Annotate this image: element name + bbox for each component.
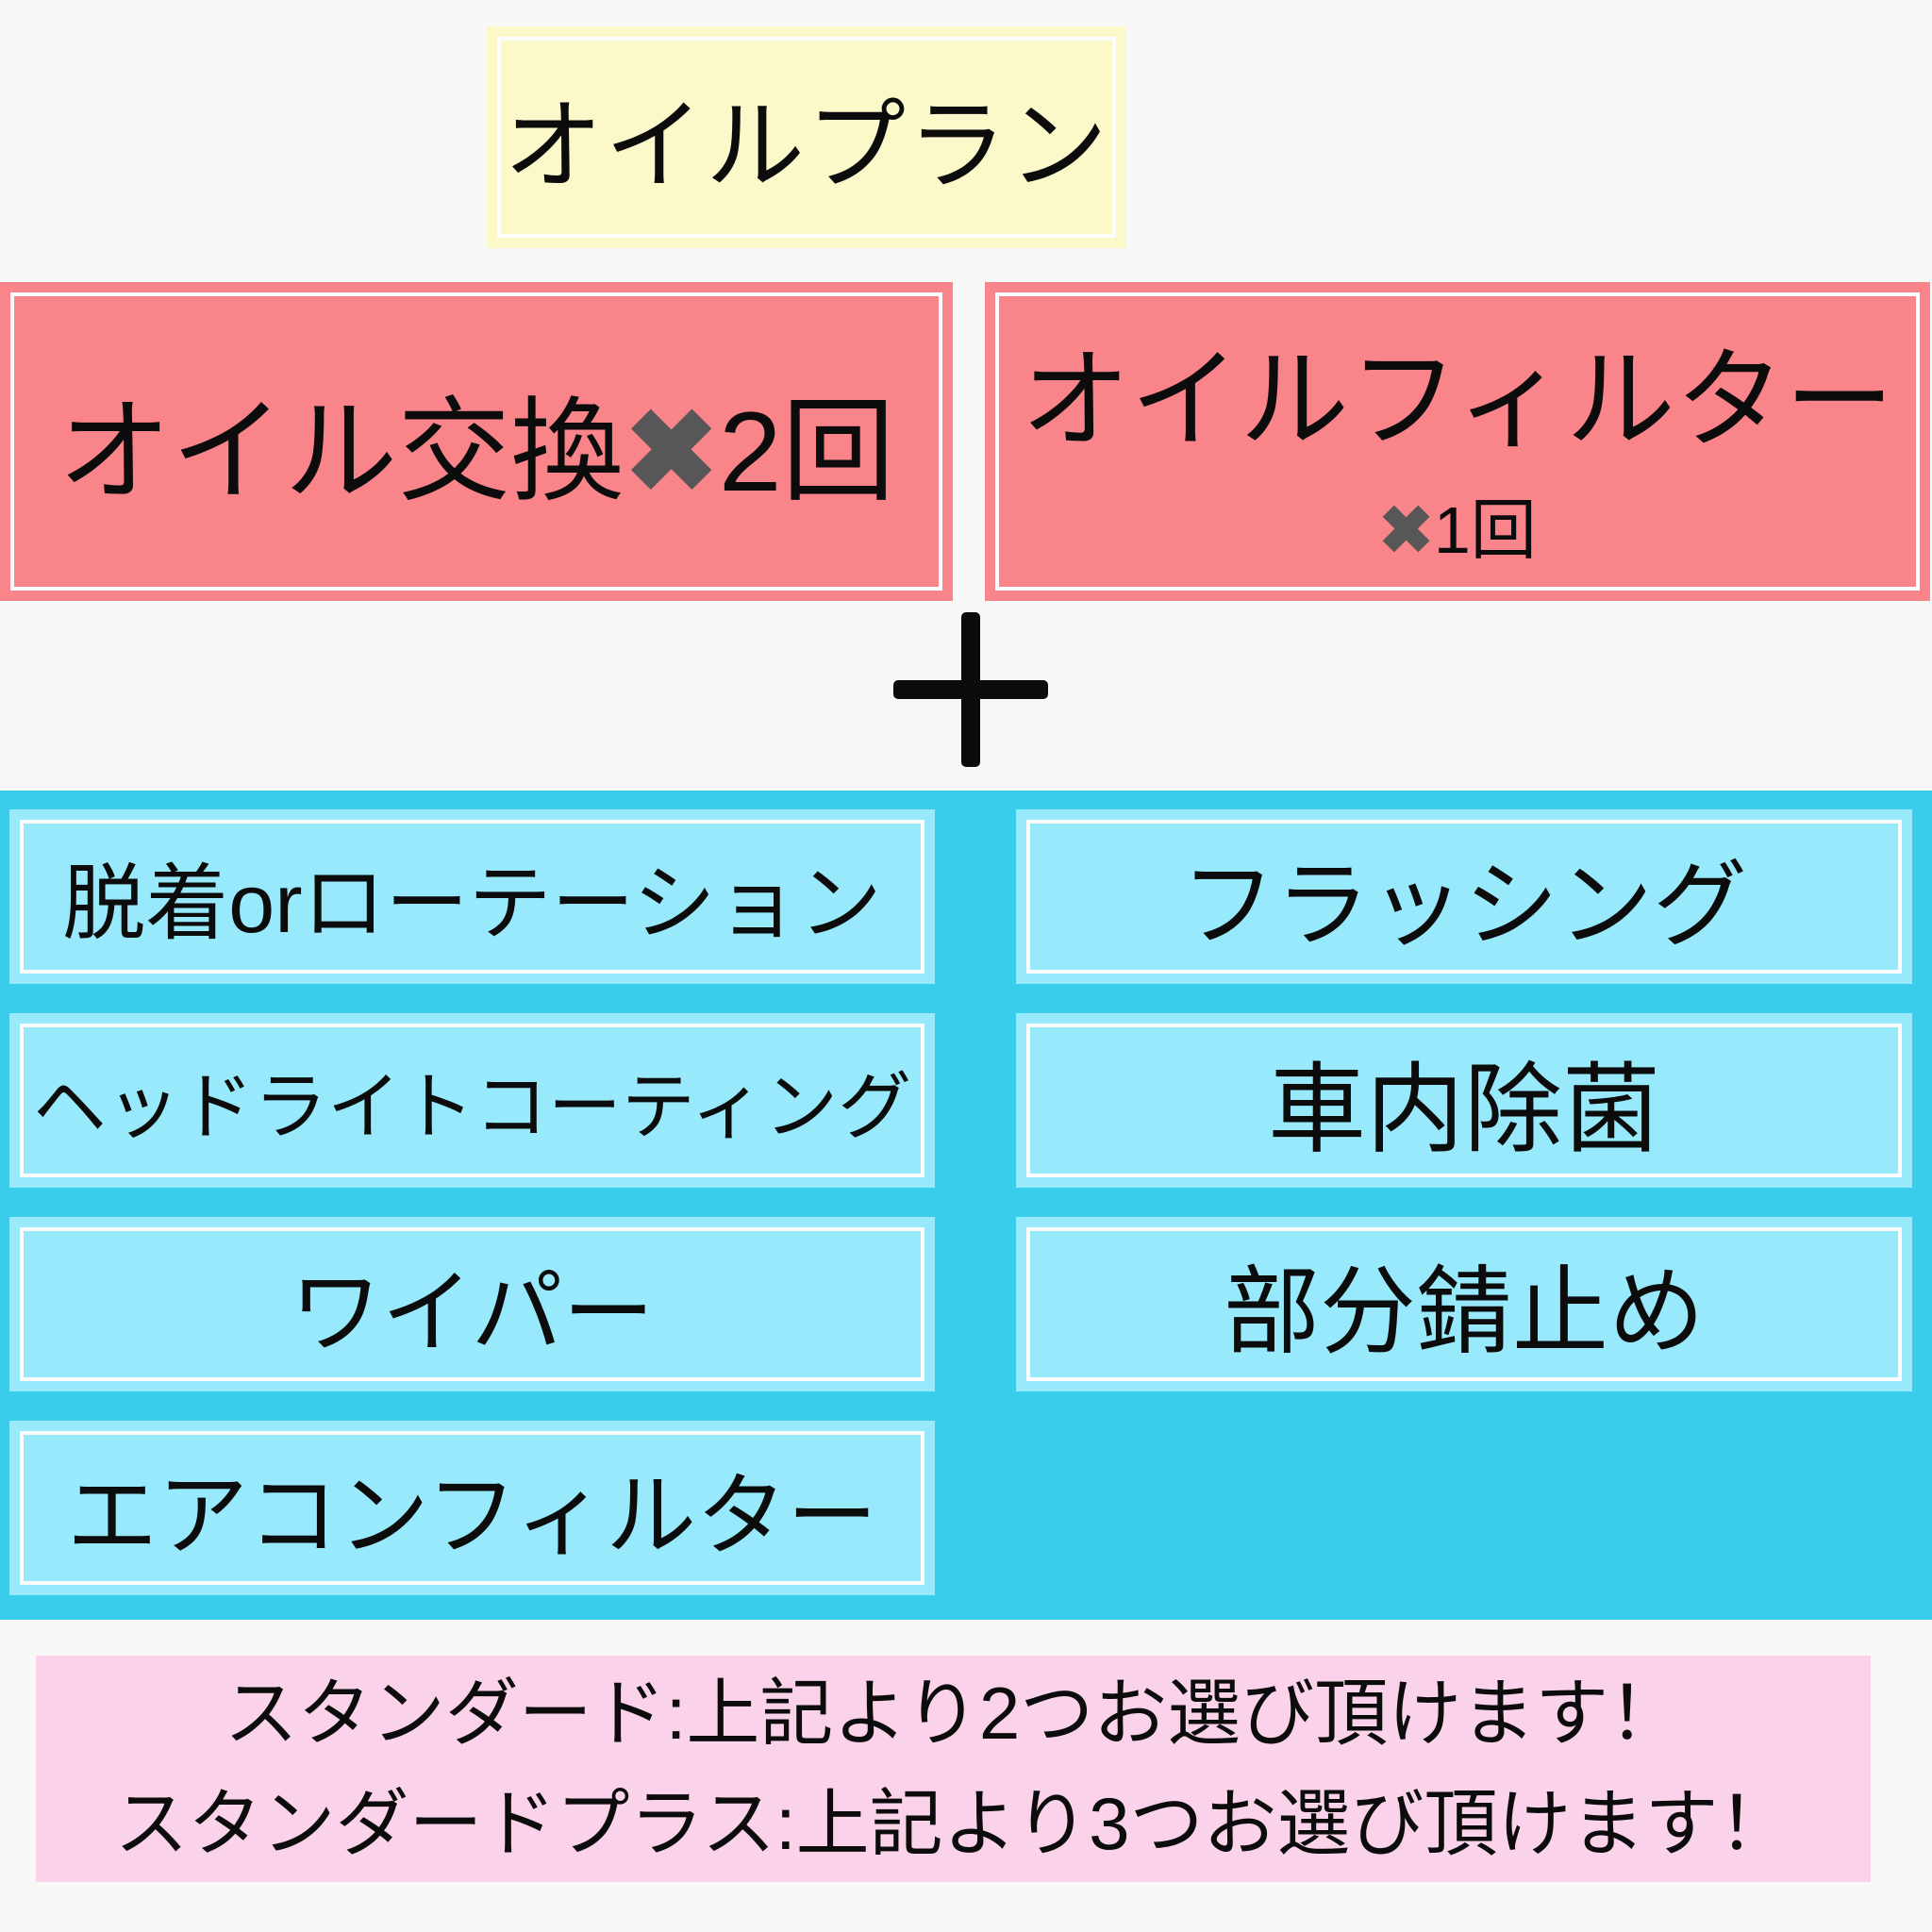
option-label: ヘッドライトコーティング xyxy=(32,1064,912,1148)
footer-line-standard-plus: スタンダードプラス:上記より3つお選び頂けます！ xyxy=(114,1782,1792,1865)
option-box-removal-or-rotation: 脱着orローテーション xyxy=(9,809,935,984)
option-label: 脱着orローテーション xyxy=(62,857,882,950)
option-box-headlight-coating: ヘッドライトコーティング xyxy=(9,1013,935,1188)
footer-line-standard: スタンダード:上記より2つお選び頂けます！ xyxy=(224,1672,1683,1755)
option-label: フラッシング xyxy=(1181,853,1747,958)
option-box-interior-sanitizing: 車内除菌 xyxy=(1016,1013,1912,1188)
option-box-aircon-filter: エアコンフィルター xyxy=(9,1421,935,1595)
option-label: エアコンフィルター xyxy=(66,1466,878,1567)
plan-title-box: オイルプラン xyxy=(487,26,1126,248)
option-label: 部分錆止め xyxy=(1224,1258,1705,1366)
multiply-icon: ✖ xyxy=(624,389,719,515)
option-box-wiper: ワイパー xyxy=(9,1217,935,1391)
oil-change-label: オイル交換✖2回 xyxy=(58,359,894,524)
option-box-flushing: フラッシング xyxy=(1016,809,1912,984)
oil-change-count: 2回 xyxy=(718,389,895,515)
oil-filter-count: 1回 xyxy=(1433,492,1537,567)
included-box-oil-change: オイル交換✖2回 xyxy=(0,282,953,601)
oil-filter-count-line: ✖1回 xyxy=(1378,477,1537,573)
option-label: 車内除菌 xyxy=(1267,1056,1660,1165)
footer-note: スタンダード:上記より2つお選び頂けます！ スタンダードプラス:上記より3つお選… xyxy=(36,1656,1871,1882)
option-box-partial-rustproofing: 部分錆止め xyxy=(1016,1217,1912,1391)
plus-icon xyxy=(893,612,1048,767)
included-box-oil-filter: オイルフィルター ✖1回 xyxy=(985,282,1930,601)
oil-change-name: オイル交換 xyxy=(58,389,625,515)
option-label: ワイパー xyxy=(290,1261,655,1364)
oil-filter-name: オイルフィルター xyxy=(1021,338,1894,461)
multiply-icon: ✖ xyxy=(1378,492,1434,567)
plus-horizontal-bar xyxy=(893,680,1048,699)
plan-title: オイルプラン xyxy=(503,91,1109,202)
